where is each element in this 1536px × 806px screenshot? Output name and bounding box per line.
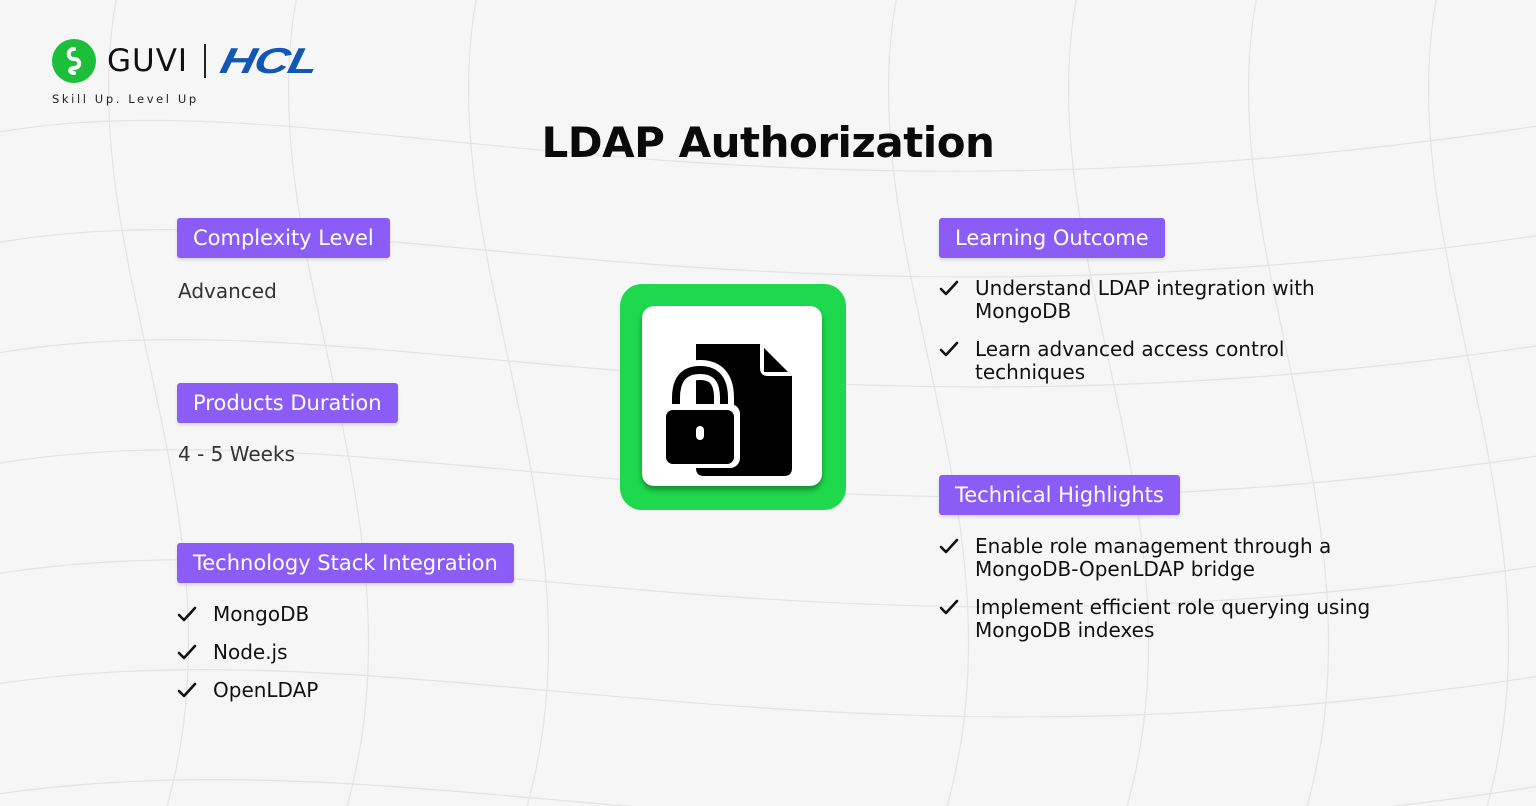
technology-stack-label: Technology Stack Integration <box>177 543 514 583</box>
list-item-text: Node.js <box>213 640 288 664</box>
checkmark-icon <box>939 280 959 296</box>
technical-highlights-label: Technical Highlights <box>939 475 1180 515</box>
complexity-level-value: Advanced <box>178 279 277 303</box>
technology-stack-list: MongoDB Node.js OpenLDAP <box>177 603 318 702</box>
list-item-text: OpenLDAP <box>213 678 319 702</box>
hcl-wordmark: HCL <box>216 40 322 81</box>
checkmark-icon <box>939 538 959 554</box>
list-item-text: Learn advanced access control techniques <box>975 337 1285 384</box>
brand-tagline: Skill Up. Level Up <box>52 92 199 106</box>
checkmark-icon <box>177 606 197 622</box>
complexity-level-label: Complexity Level <box>177 218 390 258</box>
list-item: Learn advanced access control techniques <box>939 338 1379 384</box>
guvi-wordmark: GUVI <box>107 43 189 79</box>
products-duration-value: 4 - 5 Weeks <box>178 442 295 466</box>
file-lock-icon-frame <box>642 306 822 486</box>
logo-divider <box>204 44 207 78</box>
technical-highlights-list: Enable role management through a MongoDB… <box>939 535 1379 642</box>
checkmark-icon <box>177 644 197 660</box>
checkmark-icon <box>177 682 197 698</box>
file-lock-icon <box>660 344 792 476</box>
list-item: Implement efficient role querying using … <box>939 596 1379 642</box>
learning-outcome-list: Understand LDAP integration with MongoDB… <box>939 277 1379 384</box>
checkmark-icon <box>939 341 959 357</box>
list-item: OpenLDAP <box>177 679 318 702</box>
list-item-text: Implement efficient role querying using … <box>975 595 1371 642</box>
list-item-text: Understand LDAP integration with MongoDB <box>975 276 1315 323</box>
brand-logo: GUVI HCL Skill Up. Level Up <box>52 38 321 106</box>
products-duration-label: Products Duration <box>177 383 398 423</box>
list-item: MongoDB <box>177 603 318 626</box>
list-item: Node.js <box>177 641 318 664</box>
guvi-logo-icon <box>52 39 96 83</box>
checkmark-icon <box>939 599 959 615</box>
page-title: LDAP Authorization <box>541 118 995 167</box>
file-lock-icon-card <box>620 284 846 510</box>
list-item: Enable role management through a MongoDB… <box>939 535 1379 581</box>
list-item: Understand LDAP integration with MongoDB <box>939 277 1379 323</box>
list-item-text: Enable role management through a MongoDB… <box>975 534 1332 581</box>
learning-outcome-label: Learning Outcome <box>939 218 1165 258</box>
list-item-text: MongoDB <box>213 602 310 626</box>
